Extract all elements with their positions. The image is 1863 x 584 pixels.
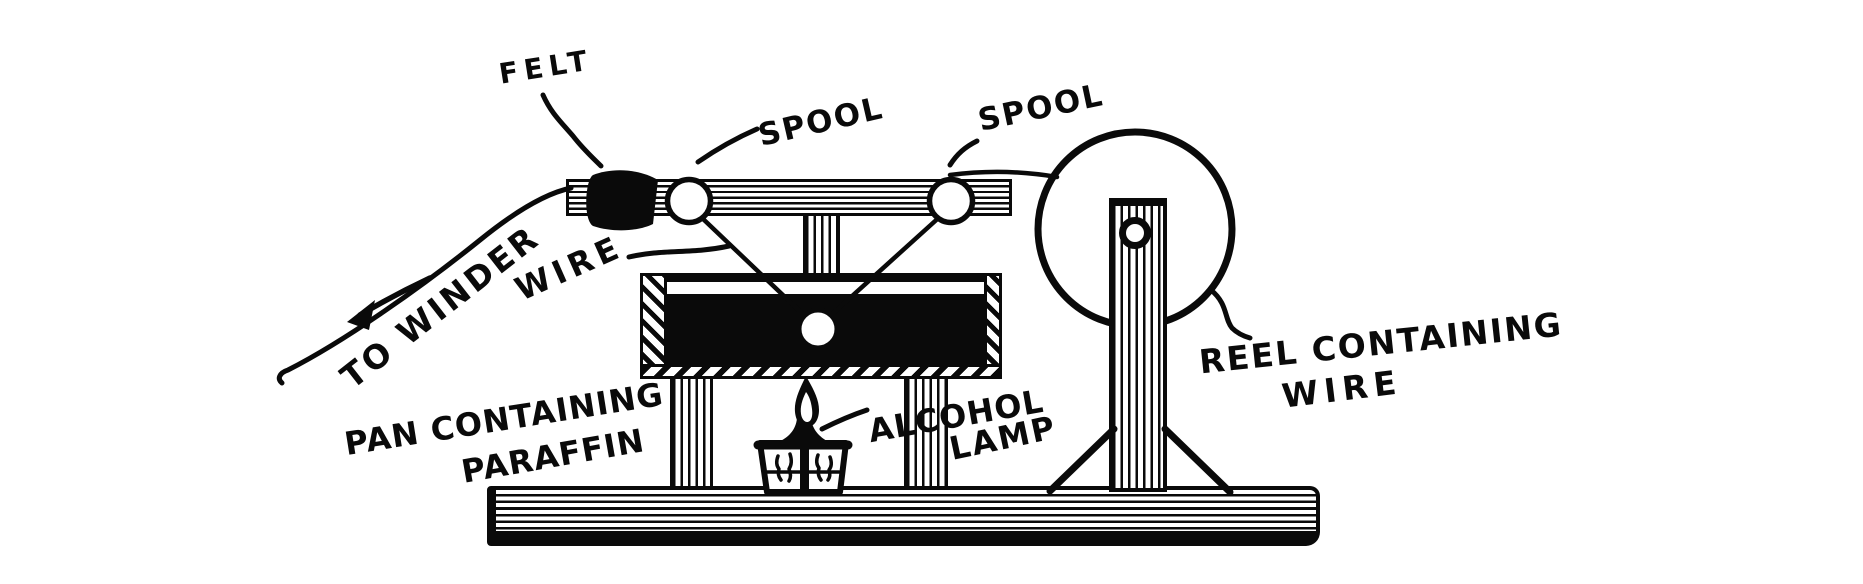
- spool-right-leader-line: [947, 138, 980, 168]
- post-brace-left: [1046, 425, 1118, 495]
- lamp-scribble-4: [826, 455, 834, 482]
- pan-leg-left: [670, 377, 713, 489]
- lamp-scribble-1: [774, 454, 783, 482]
- pan-wall-left: [640, 273, 667, 379]
- wire-span-right: [827, 210, 947, 319]
- lamp-scribble-3: [814, 453, 823, 482]
- base-board: [487, 486, 1320, 546]
- lamp-burner-neck: [778, 418, 829, 442]
- pan-bottom-hatch: [640, 364, 1002, 379]
- alcohol-lamp-leader-line: [819, 407, 870, 432]
- pan-rim: [640, 273, 1002, 282]
- pan-leg-right: [904, 377, 948, 489]
- spool-left-leader-line: [695, 126, 760, 165]
- lamp-flame-core: [800, 392, 813, 422]
- wire-span-left: [698, 214, 810, 321]
- post-brace-right: [1161, 425, 1234, 496]
- wire-to-winder-path: [276, 185, 574, 386]
- spool-left: [664, 176, 714, 226]
- lamp-wick: [800, 444, 809, 490]
- bar-support-post: [803, 214, 840, 277]
- direction-arrow-head: [347, 300, 375, 330]
- wire-leader-line: [626, 243, 732, 260]
- reel-leader-line: [1208, 287, 1253, 341]
- spool-right: [926, 176, 976, 226]
- alcohol-lamp: [753, 376, 853, 495]
- felt-block: [586, 170, 658, 231]
- reel-axle: [1119, 217, 1151, 249]
- lamp-scribble-2: [787, 452, 794, 483]
- wire-span-to-reel: [947, 169, 1060, 180]
- pan-roller: [796, 307, 840, 351]
- felt-leader-line: [540, 92, 604, 169]
